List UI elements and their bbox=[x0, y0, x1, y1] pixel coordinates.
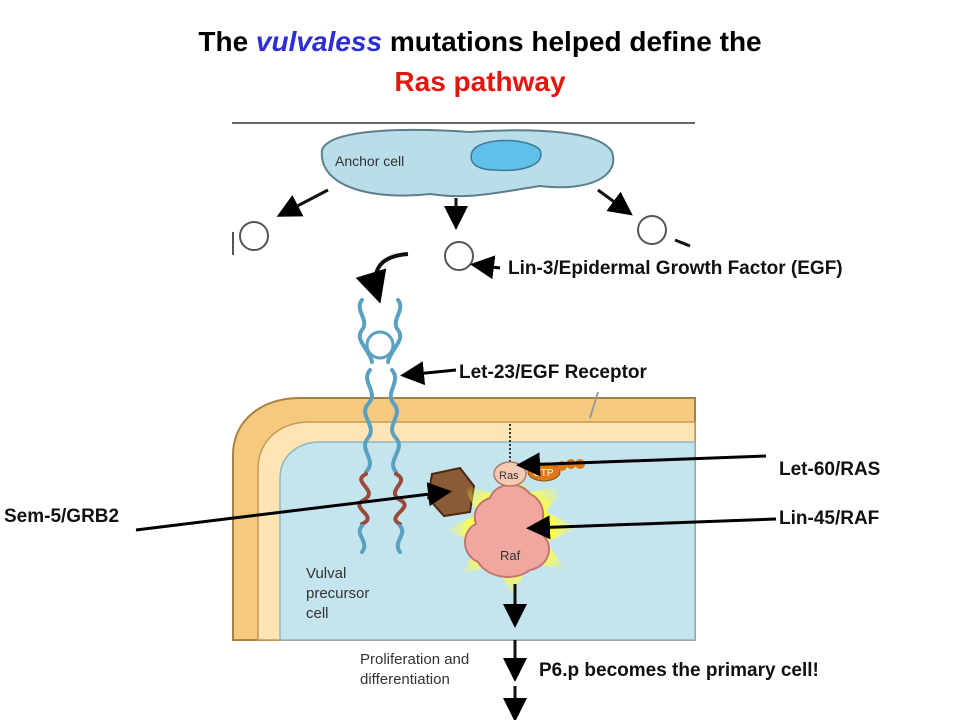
diffusion-arrow-right bbox=[597, 188, 633, 216]
egf-receptor bbox=[357, 298, 407, 554]
pointer-sem5 bbox=[135, 482, 452, 532]
label-let60: Let-60/RAS bbox=[779, 459, 881, 480]
raf-label: Raf bbox=[500, 548, 521, 563]
ras-label: Ras bbox=[499, 470, 519, 482]
gtp-label: GTP bbox=[533, 468, 554, 479]
egf-molecule bbox=[637, 215, 667, 245]
title-suffix: mutations helped define the bbox=[389, 26, 762, 57]
page-title: The vulvaless mutations helped define th… bbox=[0, 26, 960, 58]
pointer-lin45 bbox=[526, 515, 777, 540]
egf-molecule bbox=[444, 241, 474, 271]
anchor-cell-nucleus bbox=[470, 139, 542, 172]
title-prefix: The bbox=[198, 26, 249, 57]
membrane-mark bbox=[589, 391, 599, 419]
label-sem5: Sem-5/GRB2 bbox=[4, 506, 120, 527]
label-let23: Let-23/EGF Receptor bbox=[459, 362, 647, 383]
proliferation-label: Proliferation and differentiation bbox=[360, 651, 473, 688]
vulval-line-3: cell bbox=[306, 605, 329, 622]
diffusion-arrow-left bbox=[276, 188, 329, 217]
label-p6p: P6.p becomes the primary cell! bbox=[539, 660, 819, 681]
vulval-line-2: precursor bbox=[306, 585, 369, 602]
vulval-line-1: Vulval bbox=[306, 565, 346, 582]
pointer-let60 bbox=[516, 452, 767, 477]
label-lin3: Lin-3/Epidermal Growth Factor (EGF) bbox=[508, 258, 843, 279]
label-lin45: Lin-45/RAF bbox=[779, 508, 880, 529]
pointer-let23 bbox=[400, 361, 457, 386]
raf-protein bbox=[464, 483, 550, 578]
binding-arrow bbox=[355, 252, 409, 304]
page-subtitle: Ras pathway bbox=[394, 66, 566, 97]
egf-molecule bbox=[239, 221, 269, 251]
proliferation-line-2: differentiation bbox=[360, 671, 450, 688]
title-italic-word: vulvaless bbox=[255, 26, 383, 57]
vulval-precursor-label: Vulval precursor cell bbox=[306, 565, 374, 622]
proliferation-line-1: Proliferation and bbox=[360, 651, 469, 668]
anchor-cell bbox=[320, 128, 615, 198]
diffusion-arrow-edge bbox=[674, 238, 691, 248]
anchor-cell-label: Anchor cell bbox=[335, 153, 404, 169]
pointer-lin3 bbox=[470, 255, 501, 280]
